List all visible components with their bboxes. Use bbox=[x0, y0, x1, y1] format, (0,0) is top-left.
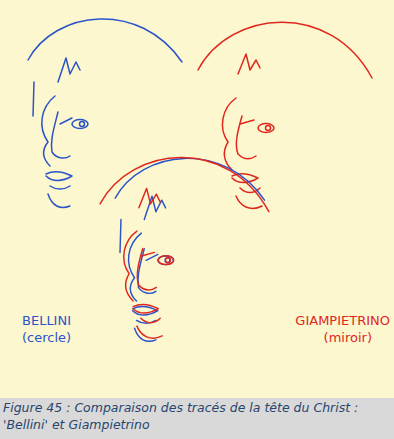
artist-label: GIAMPIETRINO bbox=[295, 313, 390, 329]
method-label: (miroir) bbox=[324, 330, 372, 346]
method-label: (cercle) bbox=[22, 330, 71, 346]
artist-label: BELLINI bbox=[22, 313, 71, 329]
figure-caption: Figure 45 : Comparaison des tracés de la… bbox=[3, 399, 389, 433]
